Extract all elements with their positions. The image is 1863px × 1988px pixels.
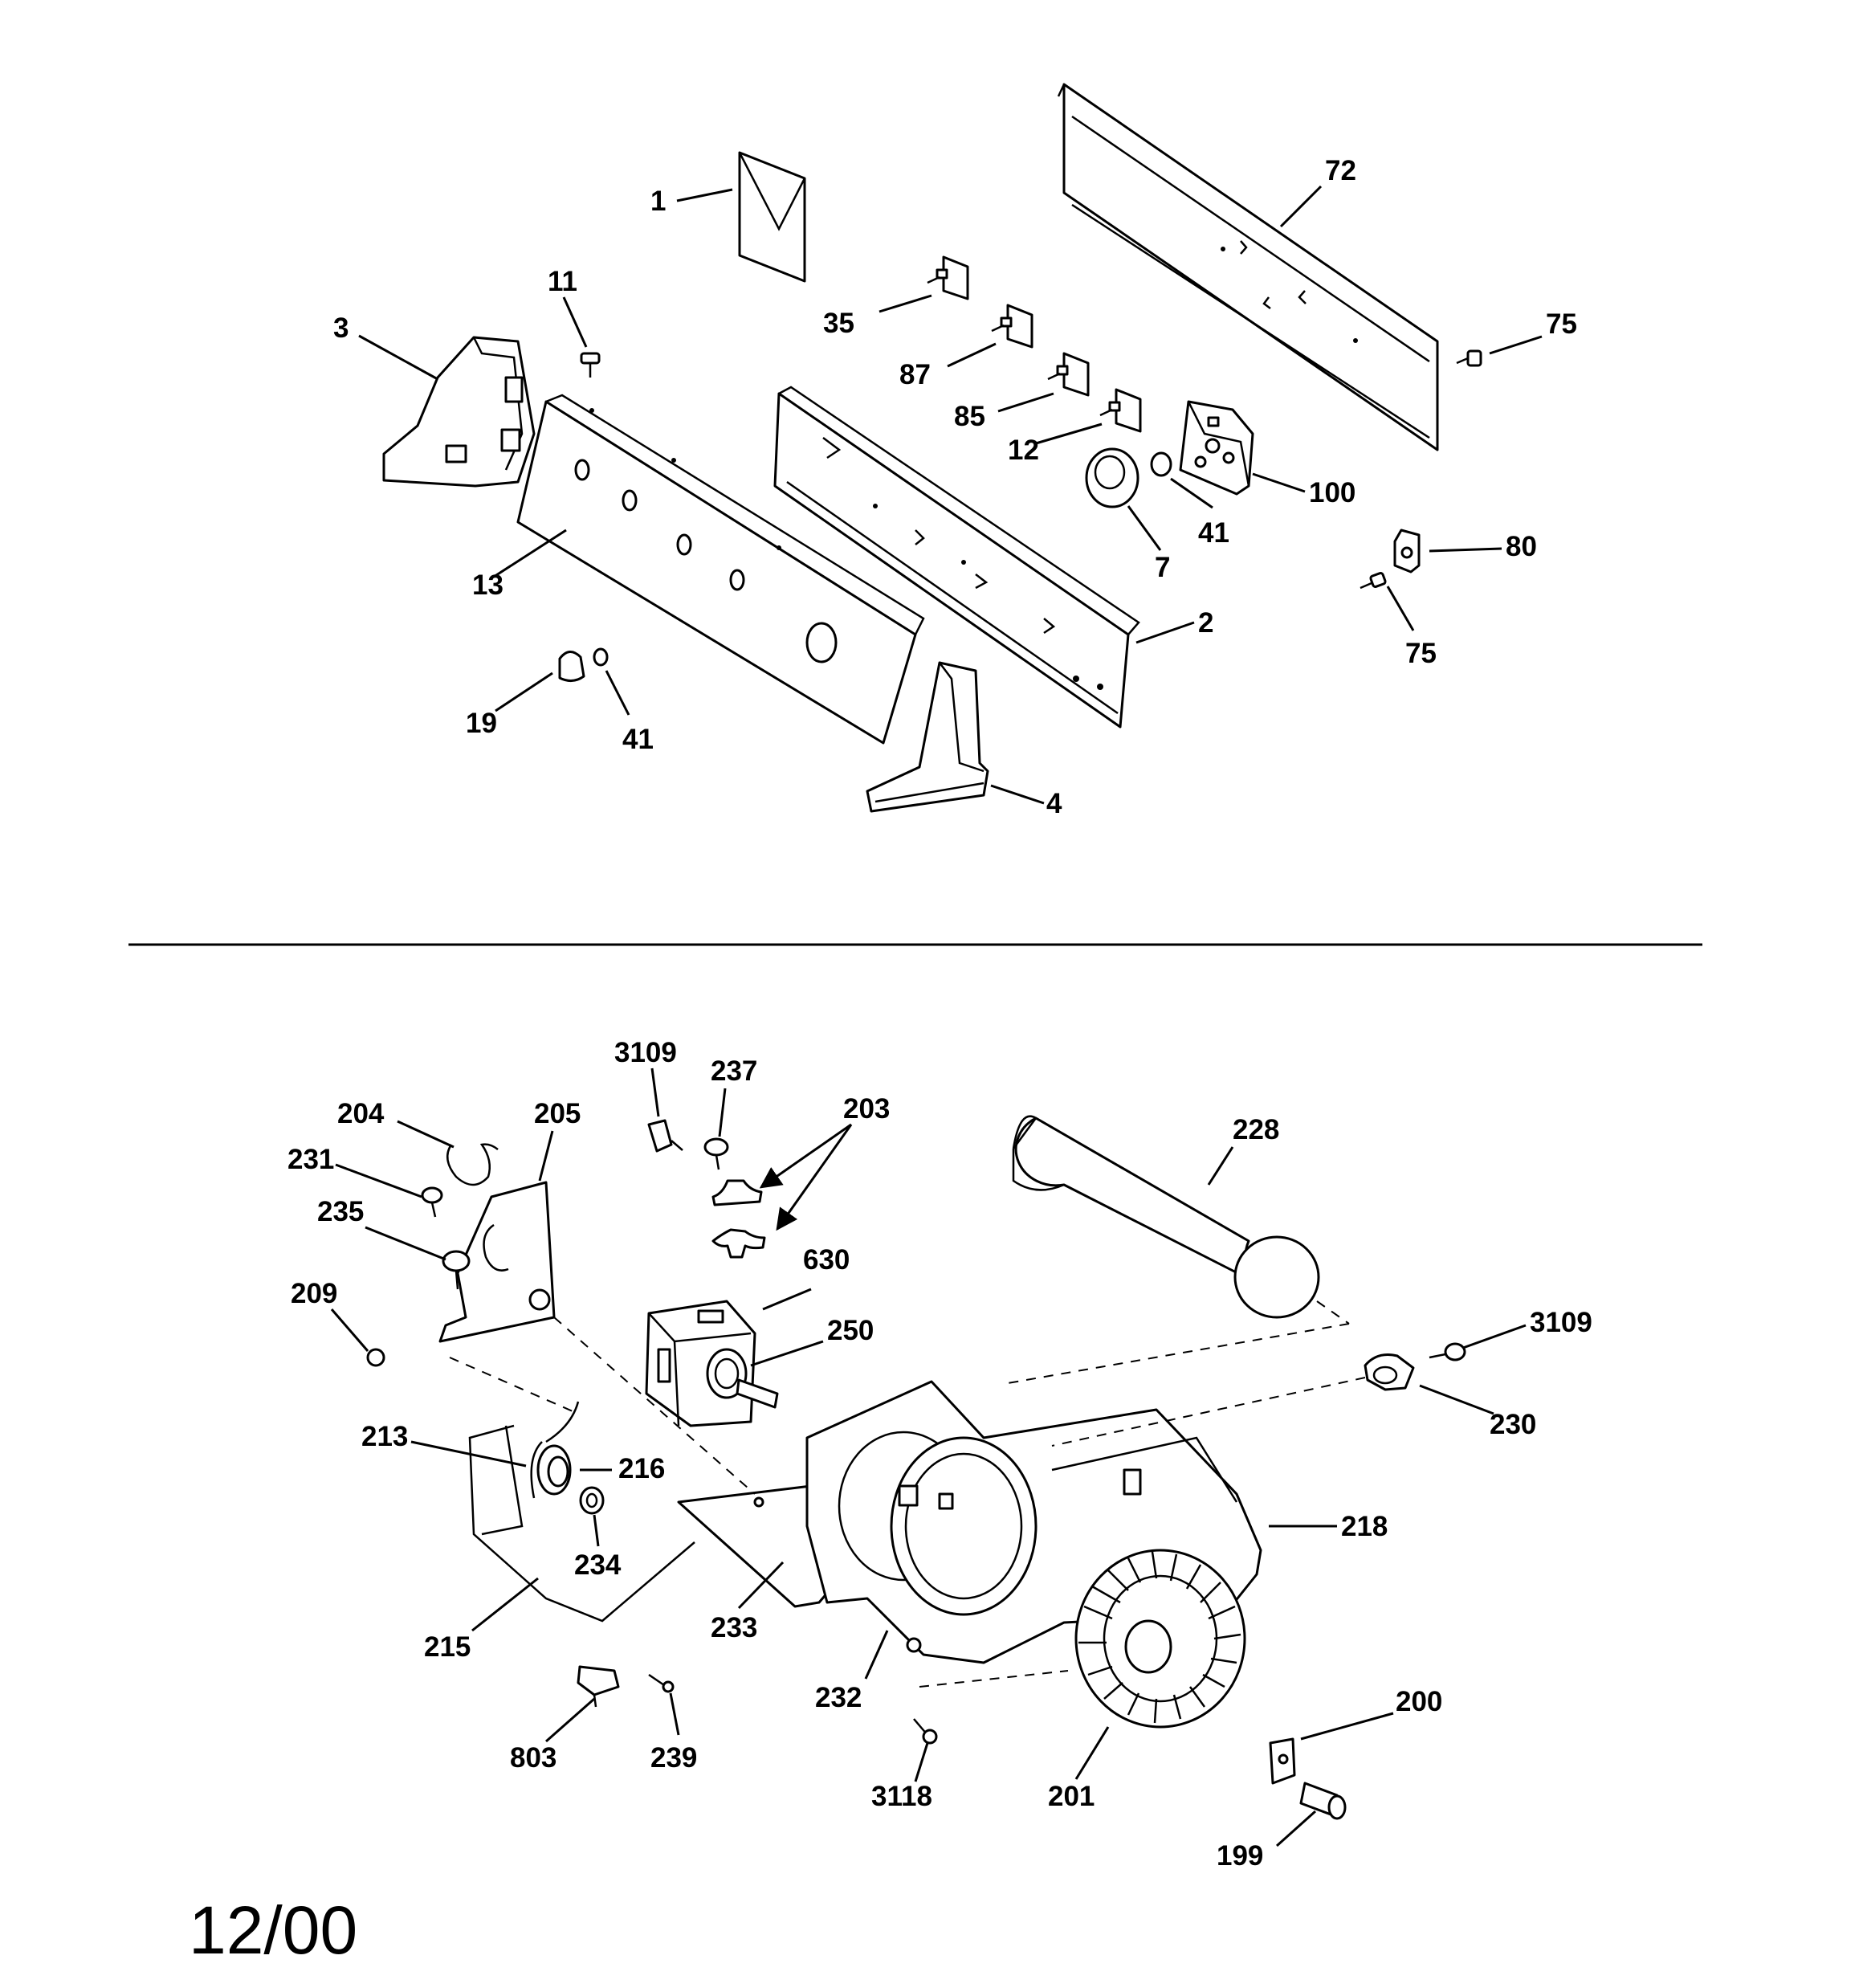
date-code: 12/00 <box>189 1892 357 1968</box>
label-75-lower: 75 <box>1405 638 1437 669</box>
label-630: 630 <box>803 1244 850 1276</box>
part-803-switch <box>577 1665 620 1708</box>
label-231: 231 <box>287 1144 334 1175</box>
part-3118-screw <box>913 1718 938 1745</box>
label-239: 239 <box>650 1742 697 1774</box>
part-228-exhaust-duct <box>1012 1115 1320 1319</box>
label-11: 11 <box>548 266 577 297</box>
label-200: 200 <box>1396 1686 1442 1717</box>
part-3109-thermistor-left <box>647 1119 683 1153</box>
part-201-blower-wheel <box>1074 1549 1246 1729</box>
label-12: 12 <box>1008 435 1039 466</box>
part-1-literature <box>738 151 806 283</box>
part-203-clamp-lower <box>711 1228 766 1259</box>
part-75-screw-upper <box>1456 349 1482 367</box>
label-199: 199 <box>1217 1840 1263 1872</box>
part-239-screw <box>648 1673 675 1693</box>
label-237: 237 <box>711 1055 757 1087</box>
part-232-pin <box>874 1606 922 1653</box>
label-35: 35 <box>823 308 854 339</box>
label-203: 203 <box>843 1093 890 1125</box>
label-235: 235 <box>317 1196 364 1227</box>
part-100-timer <box>1179 400 1254 496</box>
control-panel-assembly: 1 72 75 11 3 35 87 85 12 100 41 7 13 80 … <box>333 83 1577 819</box>
label-3109-left: 3109 <box>614 1037 677 1068</box>
part-35-clip <box>927 255 969 300</box>
label-201: 201 <box>1048 1781 1095 1812</box>
part-75-screw-lower <box>1360 572 1387 590</box>
part-231-screw <box>421 1186 443 1218</box>
part-72-back-panel <box>1057 83 1439 451</box>
part-4-side-brace <box>866 661 989 813</box>
label-75-upper: 75 <box>1546 308 1577 340</box>
label-19: 19 <box>466 708 497 739</box>
part-41-spring-upper <box>1150 451 1172 477</box>
part-85-clip <box>1047 352 1090 397</box>
part-87-clip <box>991 304 1033 349</box>
part-203-clamp-upper <box>711 1179 763 1206</box>
label-213: 213 <box>361 1421 408 1452</box>
part-235-screw <box>442 1250 471 1290</box>
part-237-screw <box>703 1137 729 1170</box>
part-230-thermostat <box>1364 1353 1415 1391</box>
blower-assembly: 3109 237 203 228 204 205 231 235 630 209… <box>287 1037 1592 1872</box>
label-41-lower: 41 <box>622 724 654 755</box>
part-80-clip <box>1393 529 1421 574</box>
label-3: 3 <box>333 312 349 344</box>
part-199-bolt <box>1299 1782 1347 1820</box>
label-1: 1 <box>650 186 666 217</box>
label-234: 234 <box>574 1549 622 1581</box>
label-4: 4 <box>1046 788 1062 819</box>
label-3118: 3118 <box>871 1781 932 1812</box>
part-213-idler-arm <box>530 1401 580 1499</box>
label-3109-right: 3109 <box>1530 1307 1592 1338</box>
label-233: 233 <box>711 1612 757 1643</box>
label-803: 803 <box>510 1742 556 1774</box>
label-228: 228 <box>1233 1114 1279 1145</box>
part-234-wheel <box>579 1486 605 1515</box>
part-3109-screw-right <box>1429 1342 1466 1361</box>
part-41-spring-lower <box>593 647 609 667</box>
label-80: 80 <box>1506 531 1537 562</box>
label-13: 13 <box>472 569 503 601</box>
label-230: 230 <box>1490 1409 1536 1440</box>
part-19-knob <box>558 651 585 682</box>
label-100: 100 <box>1309 477 1355 508</box>
part-205-bracket <box>438 1181 556 1343</box>
label-7: 7 <box>1155 552 1170 583</box>
label-87: 87 <box>899 359 931 390</box>
label-215: 215 <box>424 1631 471 1663</box>
label-209: 209 <box>291 1278 337 1309</box>
label-204: 204 <box>337 1098 385 1129</box>
label-205: 205 <box>534 1098 581 1129</box>
part-204-clip <box>446 1143 499 1186</box>
part-3-end-cap <box>382 336 536 488</box>
label-232: 232 <box>815 1682 862 1713</box>
part-7-knob <box>1085 447 1139 508</box>
label-41-upper: 41 <box>1198 517 1229 549</box>
label-2: 2 <box>1198 607 1213 639</box>
part-209-nut <box>366 1348 385 1367</box>
label-72: 72 <box>1325 155 1356 186</box>
label-218: 218 <box>1341 1511 1388 1542</box>
part-2-bracket <box>773 386 1140 729</box>
part-12-clip <box>1099 388 1142 433</box>
label-216: 216 <box>618 1453 665 1484</box>
part-216-pulley <box>536 1444 572 1496</box>
part-250-motor-shaft <box>706 1348 779 1409</box>
label-250: 250 <box>827 1315 874 1346</box>
label-85: 85 <box>954 401 985 432</box>
part-11-screw <box>580 352 601 378</box>
part-13-control-panel <box>516 394 925 745</box>
part-200-bracket <box>1269 1737 1296 1785</box>
part-215-wire-frame <box>468 1424 695 1623</box>
